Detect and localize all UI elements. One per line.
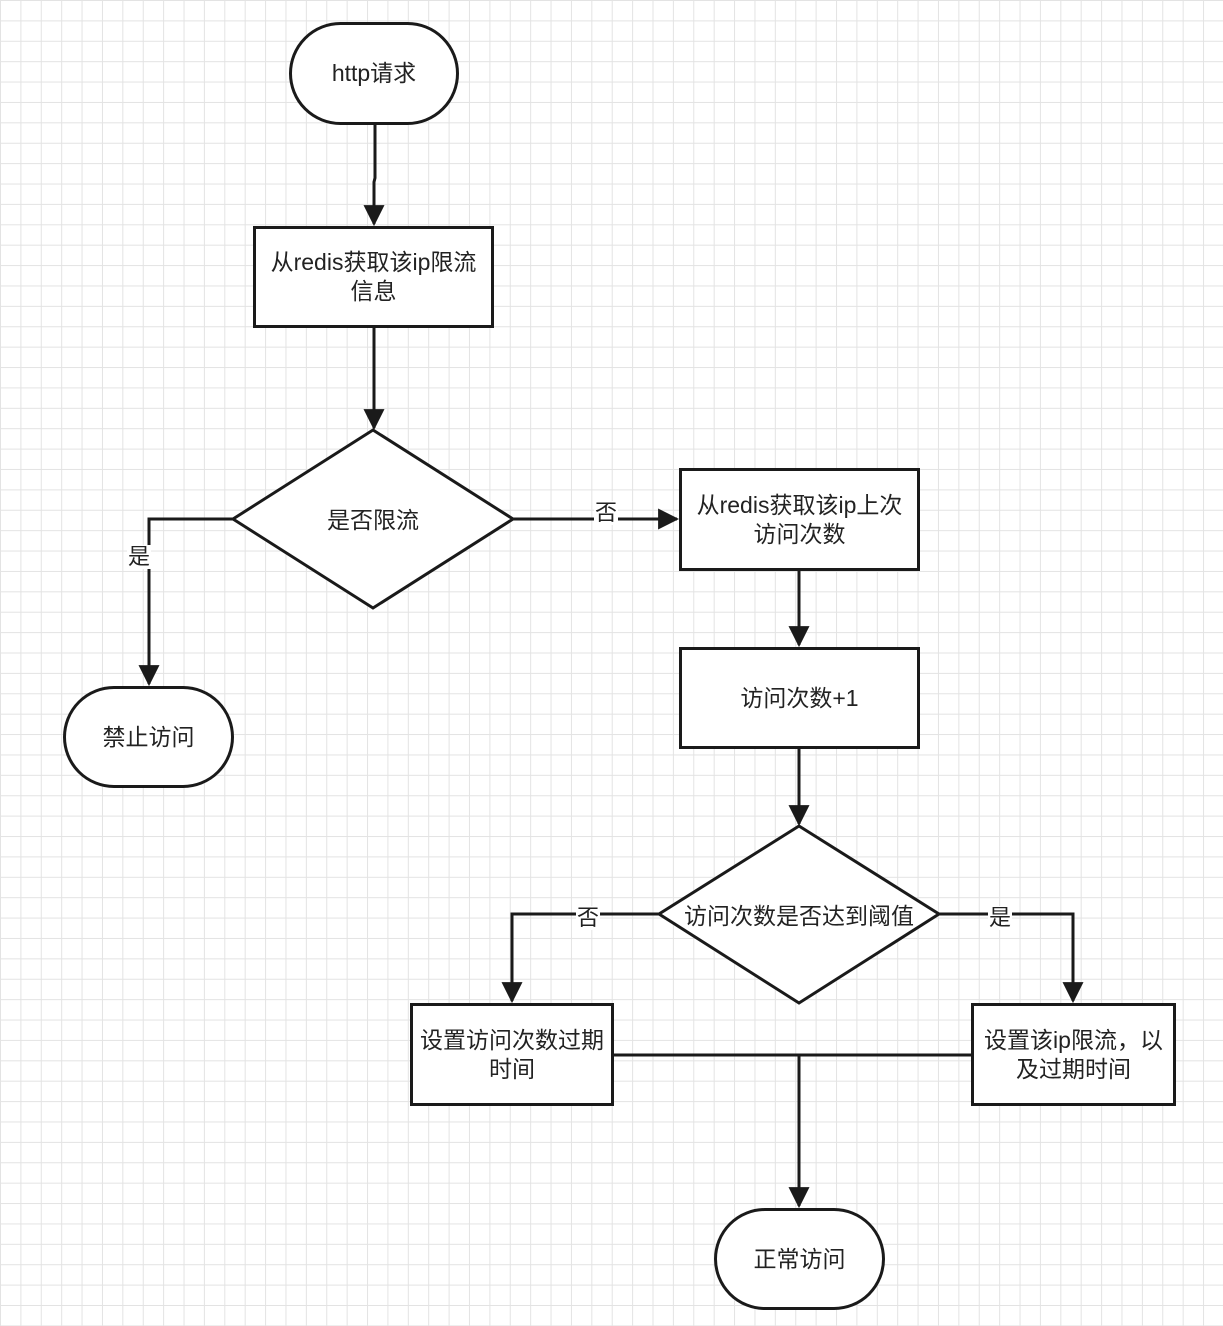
set-limit-process: 设置该ip限流，以 及过期时间 [971, 1003, 1176, 1106]
set-limit-label: 设置该ip限流，以 及过期时间 [984, 1026, 1163, 1082]
edge-label-limited-yes: 是 [127, 544, 152, 569]
fetch-last-count-label: 从redis获取该ip上次 访问次数 [696, 491, 903, 547]
is-limited-decision: 是否限流 [263, 500, 483, 540]
set-expire-process: 设置访问次数过期 时间 [410, 1003, 614, 1106]
fetch-last-count-process: 从redis获取该ip上次 访问次数 [679, 468, 920, 571]
fetch-limit-info-label: 从redis获取该ip限流 信息 [270, 249, 477, 304]
edge-label-limited-no: 否 [594, 500, 619, 525]
start-terminal-label: http请求 [331, 60, 417, 86]
is-limited-label: 是否限流 [327, 506, 419, 533]
forbid-terminal-label: 禁止访问 [102, 723, 195, 750]
threshold-decision: 访问次数是否达到阈值 [669, 896, 929, 936]
decision-diamond-is-limited [230, 428, 516, 610]
fetch-limit-info-process: 从redis获取该ip限流 信息 [253, 226, 494, 328]
forbid-terminal: 禁止访问 [63, 686, 234, 788]
normal-terminal-label: 正常访问 [753, 1245, 846, 1272]
set-expire-label: 设置访问次数过期 时间 [420, 1026, 604, 1082]
decision-diamond-threshold [656, 824, 942, 1005]
threshold-label: 访问次数是否达到阈值 [684, 902, 914, 929]
increment-process: 访问次数+1 [679, 647, 920, 749]
increment-label: 访问次数+1 [740, 684, 859, 711]
edge-decision-yes-to-forbid [138, 517, 233, 687]
edge-start-to-fetch [363, 125, 385, 227]
edge-threshold-no-to-set-expire [501, 912, 659, 1004]
edge-threshold-yes-to-set-limit [939, 912, 1084, 1004]
edge-label-threshold-no: 否 [576, 905, 601, 930]
edge-label-threshold-yes: 是 [988, 905, 1013, 930]
normal-terminal: 正常访问 [714, 1208, 885, 1310]
start-terminal: http请求 [289, 22, 459, 125]
